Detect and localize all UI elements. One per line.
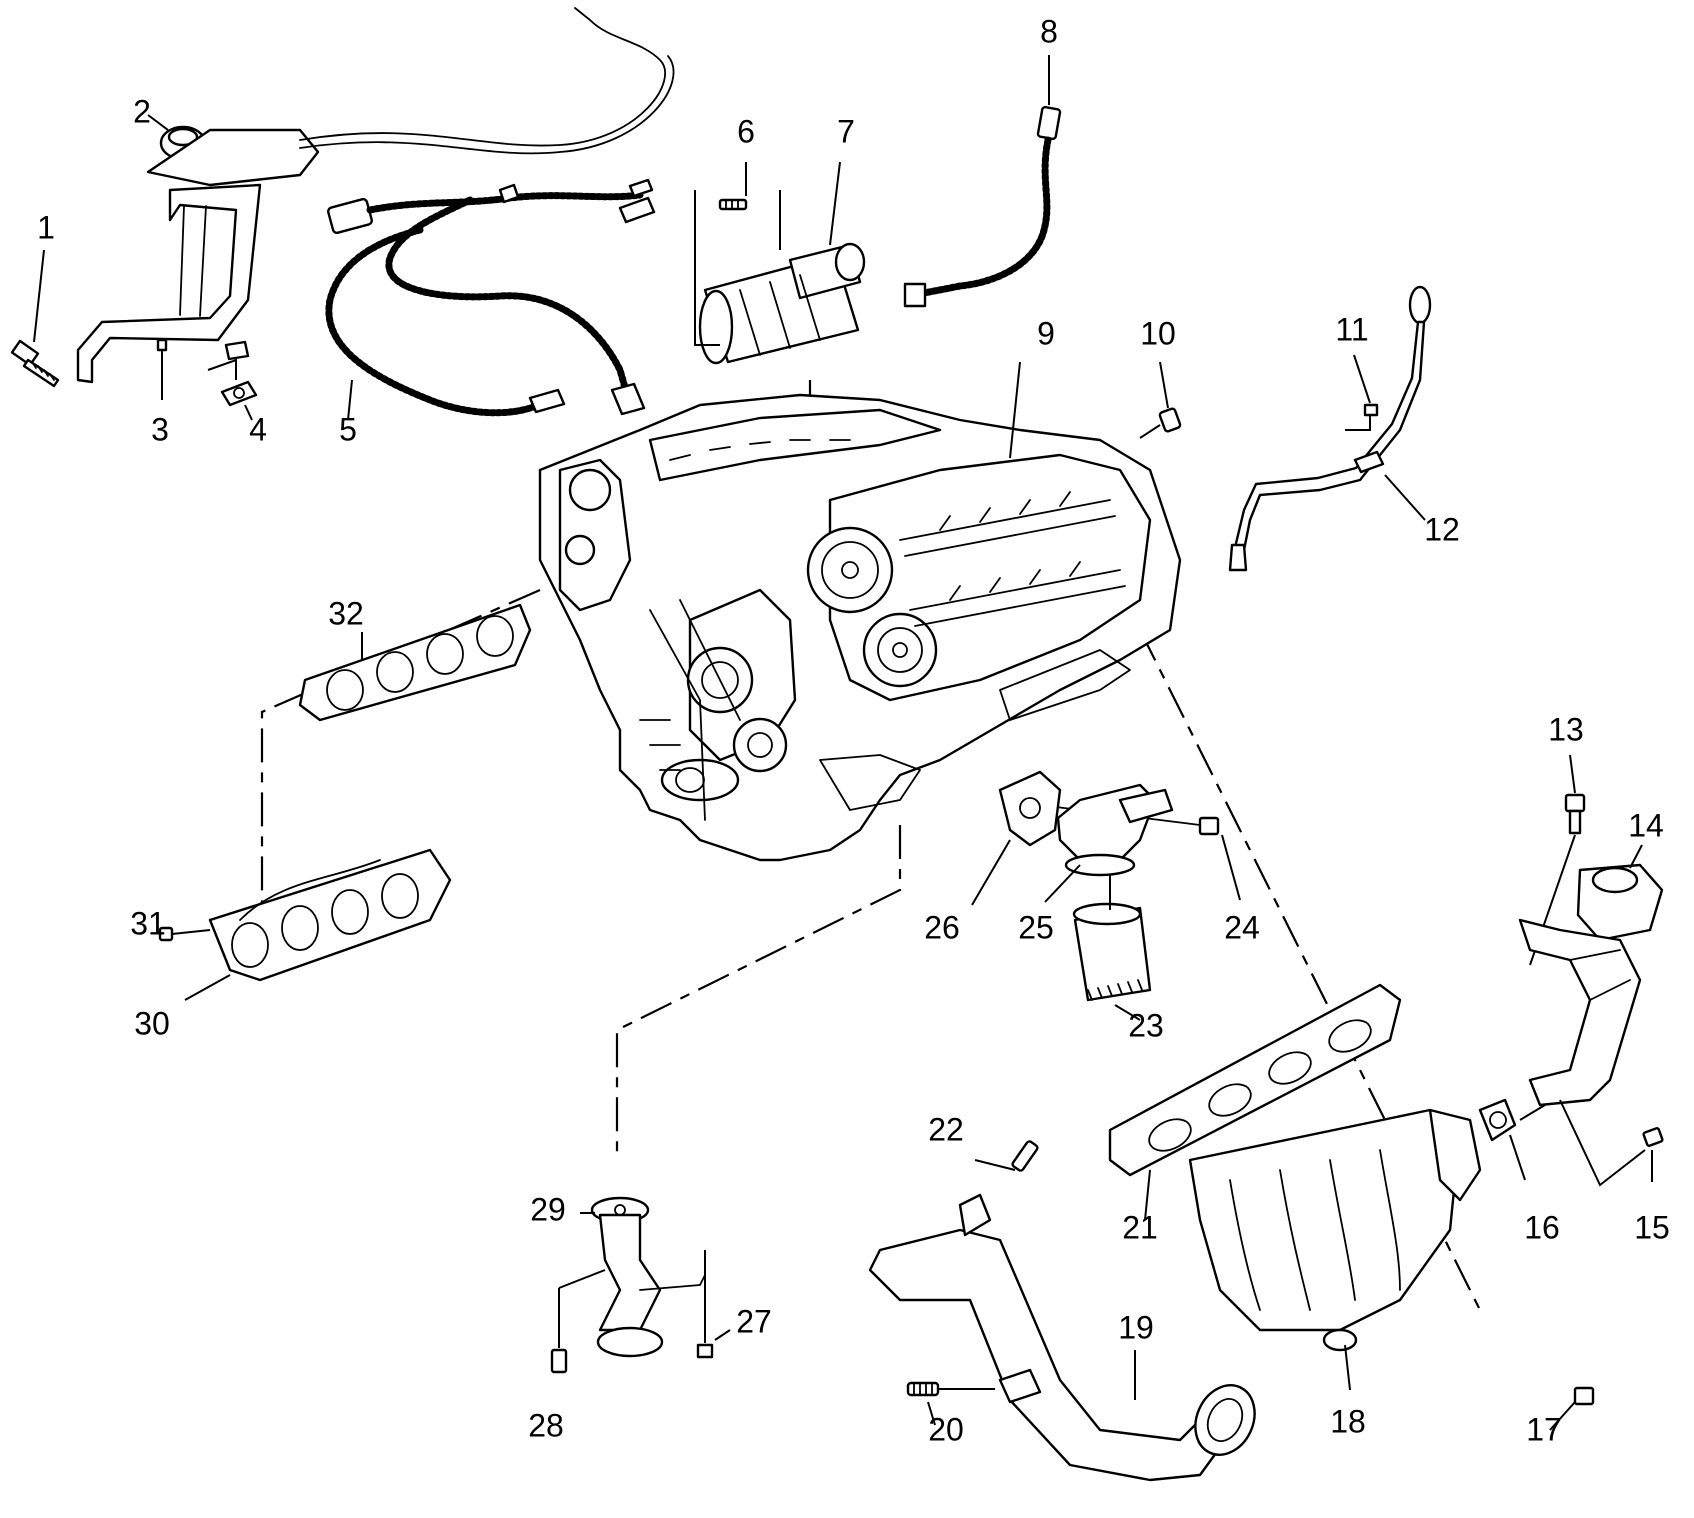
callout-6: 6 xyxy=(737,113,755,149)
part-22-bolt xyxy=(974,1140,1039,1172)
part-10-plug xyxy=(1139,361,1182,439)
part-15-bolt xyxy=(1559,1099,1664,1187)
callout-16: 16 xyxy=(1524,1209,1560,1245)
callout-10: 10 xyxy=(1140,315,1176,351)
callout-4: 4 xyxy=(249,411,267,447)
callout-1: 1 xyxy=(37,209,55,245)
part-25-oil-filter-adapter xyxy=(1044,783,1174,910)
callout-21: 21 xyxy=(1122,1209,1158,1245)
part-1-bolt xyxy=(10,249,60,388)
part-17-bolt xyxy=(1549,1386,1595,1431)
part-3-bolt xyxy=(156,338,168,400)
callout-32: 32 xyxy=(328,595,364,631)
callout-5: 5 xyxy=(339,411,357,447)
part-23-oil-filter xyxy=(1072,902,1152,1021)
part-4-gasket xyxy=(207,358,258,421)
part-5-wiring-harness xyxy=(325,178,656,421)
callout-23: 23 xyxy=(1128,1007,1164,1043)
part-28-bolt xyxy=(550,1269,606,1374)
part-32-exhaust-gasket xyxy=(298,603,532,722)
callout-30: 30 xyxy=(134,1005,170,1041)
callout-25: 25 xyxy=(1018,909,1054,945)
callout-15: 15 xyxy=(1634,1209,1670,1245)
callout-24: 24 xyxy=(1224,909,1260,945)
callout-7: 7 xyxy=(837,113,855,149)
part-16-gasket xyxy=(1478,1098,1546,1181)
callout-8: 8 xyxy=(1040,13,1058,49)
part-30-exhaust-manifold xyxy=(184,848,452,1001)
callout-19: 19 xyxy=(1118,1309,1154,1345)
part-29-oil-pickup xyxy=(580,1196,706,1358)
callout-31: 31 xyxy=(130,905,166,941)
callout-9: 9 xyxy=(1037,315,1055,351)
callout-18: 18 xyxy=(1330,1403,1366,1439)
part-2-egr-valve-pipe xyxy=(76,7,675,384)
callout-3: 3 xyxy=(151,411,169,447)
callout-27: 27 xyxy=(736,1303,772,1339)
part-7-starter-motor xyxy=(694,161,866,365)
part-9-engine-assembly xyxy=(538,361,1182,862)
part-6-bolt xyxy=(718,162,748,211)
part-26-gasket xyxy=(971,770,1062,906)
callout-29: 29 xyxy=(530,1191,566,1227)
part-8-sensor-lead xyxy=(903,55,1062,308)
callout-13: 13 xyxy=(1548,711,1584,747)
part-20-bolt xyxy=(906,1381,995,1426)
part-12-dipstick-tube xyxy=(1228,285,1432,572)
callout-labels: 1 2 3 4 5 6 7 8 9 10 11 12 13 14 15 16 1… xyxy=(37,13,1670,1447)
part-14-egr-pipe xyxy=(1518,844,1664,1107)
part-18-exhaust-manifold xyxy=(1188,1108,1482,1391)
callout-28: 28 xyxy=(528,1407,564,1443)
part-21-exhaust-gasket xyxy=(1108,983,1402,1221)
callout-22: 22 xyxy=(928,1111,964,1147)
callout-26: 26 xyxy=(924,909,960,945)
callout-20: 20 xyxy=(928,1411,964,1447)
callout-14: 14 xyxy=(1628,807,1664,843)
callout-11: 11 xyxy=(1335,311,1368,347)
part-27-bolt xyxy=(696,1250,731,1359)
part-11-nut xyxy=(1345,354,1379,431)
part-19-crossover-pipe xyxy=(868,1193,1256,1482)
part-31-bolt xyxy=(158,926,211,942)
callout-2: 2 xyxy=(133,93,151,129)
callout-12: 12 xyxy=(1424,511,1460,547)
callout-17: 17 xyxy=(1526,1411,1562,1447)
